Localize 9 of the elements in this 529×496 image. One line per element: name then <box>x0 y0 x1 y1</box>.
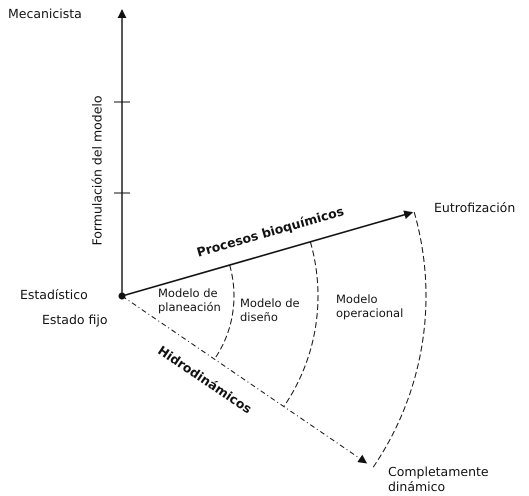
axis-label: Mecanicista <box>8 6 82 21</box>
axis-label: Estado fijo <box>42 312 108 327</box>
axis-label: Estadístico <box>20 287 88 302</box>
region-label: Modelo de diseño <box>240 297 301 325</box>
axis-label: Eutrofización <box>434 200 516 215</box>
axis-title: Formulación del modelo <box>90 95 105 246</box>
region-label: Modelo de planeación <box>158 287 222 315</box>
region-label: Modelo operacional <box>336 293 404 321</box>
axis-label: Completamente dinámico <box>388 464 488 494</box>
